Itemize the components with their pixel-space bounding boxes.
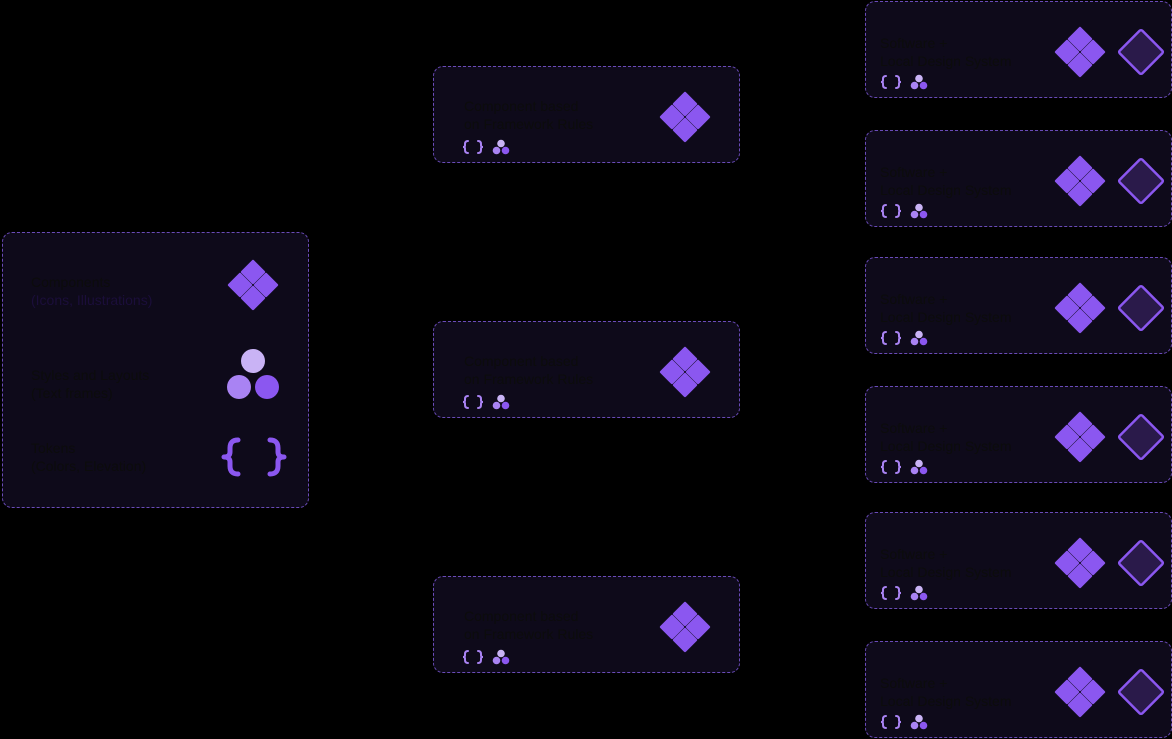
tokens-mini-icon (462, 650, 484, 664)
styles-icon (227, 349, 279, 399)
framework-card-subtitle: on Framework Rules (464, 116, 594, 132)
styles-mini-icon (910, 459, 928, 475)
software-card-title: Software + (880, 420, 948, 436)
tokens-title: Tokens (31, 440, 76, 456)
components-icon (1054, 282, 1106, 334)
tokens-mini-icon (462, 140, 484, 154)
software-card: Software + Local Design System (865, 512, 1172, 609)
mini-icons (880, 459, 928, 475)
framework-card: Component based on Framework Rules (433, 66, 740, 163)
software-card-title: Software + (880, 675, 948, 691)
local-diamond-icon (1117, 668, 1165, 716)
software-card-label: Software + Local Design System (880, 674, 1012, 710)
local-diamond-icon (1117, 539, 1165, 587)
software-card-subtitle: Local Design System (880, 53, 1012, 69)
mini-icons (880, 203, 928, 219)
tokens-mini-icon (880, 460, 902, 474)
tokens-mini-icon (880, 586, 902, 600)
components-label: Components (Icons, Illustrations) (31, 273, 152, 309)
mini-icons (462, 394, 510, 410)
framework-card: Component based on Framework Rules (433, 576, 740, 673)
local-diamond-icon (1117, 413, 1165, 461)
styles-title: Styles and Layouts (31, 367, 150, 383)
tokens-subtitle: (Colors, Elevation) (31, 458, 147, 474)
framework-card-label: Component based on Framework Rules (464, 607, 593, 643)
software-card-subtitle: Local Design System (880, 438, 1012, 454)
software-card-title: Software + (880, 546, 948, 562)
components-icon (1054, 666, 1106, 718)
software-card-subtitle: Local Design System (880, 693, 1012, 709)
software-card: Software + Local Design System (865, 257, 1172, 354)
software-card: Software + Local Design System (865, 386, 1172, 483)
mini-icons (880, 74, 928, 90)
local-diamond-icon (1117, 284, 1165, 332)
framework-card-title: Component based (464, 98, 579, 114)
styles-mini-icon (492, 649, 510, 665)
software-card-title: Software + (880, 35, 948, 51)
software-card-label: Software + Local Design System (880, 290, 1012, 326)
styles-subtitle: (Text frames) (31, 385, 113, 401)
tokens-mini-icon (880, 75, 902, 89)
components-icon (659, 346, 711, 398)
tokens-label: Tokens (Colors, Elevation) (31, 439, 146, 475)
framework-card-label: Component based on Framework Rules (464, 352, 593, 388)
mini-icons (880, 330, 928, 346)
software-card-subtitle: Local Design System (880, 182, 1012, 198)
components-icon (227, 259, 279, 311)
tokens-mini-icon (880, 204, 902, 218)
styles-mini-icon (910, 330, 928, 346)
components-subtitle: (Icons, Illustrations) (31, 292, 153, 308)
local-diamond-icon (1117, 157, 1165, 205)
components-icon (659, 601, 711, 653)
framework-card-label: Component based on Framework Rules (464, 97, 593, 133)
styles-mini-icon (492, 139, 510, 155)
mini-icons (880, 585, 928, 601)
framework-card-title: Component based (464, 353, 579, 369)
tokens-mini-icon (880, 331, 902, 345)
styles-label: Styles and Layouts (Text frames) (31, 366, 149, 402)
styles-mini-icon (910, 714, 928, 730)
tokens-mini-icon (462, 395, 484, 409)
styles-mini-icon (492, 394, 510, 410)
software-card-label: Software + Local Design System (880, 419, 1012, 455)
components-title: Components (31, 274, 111, 290)
software-card-label: Software + Local Design System (880, 163, 1012, 199)
software-card-label: Software + Local Design System (880, 545, 1012, 581)
mini-icons (880, 714, 928, 730)
styles-mini-icon (910, 585, 928, 601)
styles-mini-icon (910, 74, 928, 90)
components-icon (1054, 155, 1106, 207)
framework-card-subtitle: on Framework Rules (464, 626, 594, 642)
components-icon (659, 91, 711, 143)
mini-icons (462, 649, 510, 665)
software-card: Software + Local Design System (865, 1, 1172, 98)
framework-card-title: Component based (464, 608, 579, 624)
software-card-label: Software + Local Design System (880, 34, 1012, 70)
design-system-source-card: Components (Icons, Illustrations) Styles… (2, 232, 309, 508)
software-card-subtitle: Local Design System (880, 564, 1012, 580)
framework-card: Component based on Framework Rules (433, 321, 740, 418)
mini-icons (462, 139, 510, 155)
local-diamond-icon (1117, 28, 1165, 76)
software-card-subtitle: Local Design System (880, 309, 1012, 325)
components-icon (1054, 26, 1106, 78)
tokens-icon (221, 437, 287, 477)
framework-card-subtitle: on Framework Rules (464, 371, 594, 387)
software-card-title: Software + (880, 164, 948, 180)
components-icon (1054, 411, 1106, 463)
software-card: Software + Local Design System (865, 641, 1172, 738)
styles-mini-icon (910, 203, 928, 219)
software-card-title: Software + (880, 291, 948, 307)
software-card: Software + Local Design System (865, 130, 1172, 227)
components-icon (1054, 537, 1106, 589)
tokens-mini-icon (880, 715, 902, 729)
